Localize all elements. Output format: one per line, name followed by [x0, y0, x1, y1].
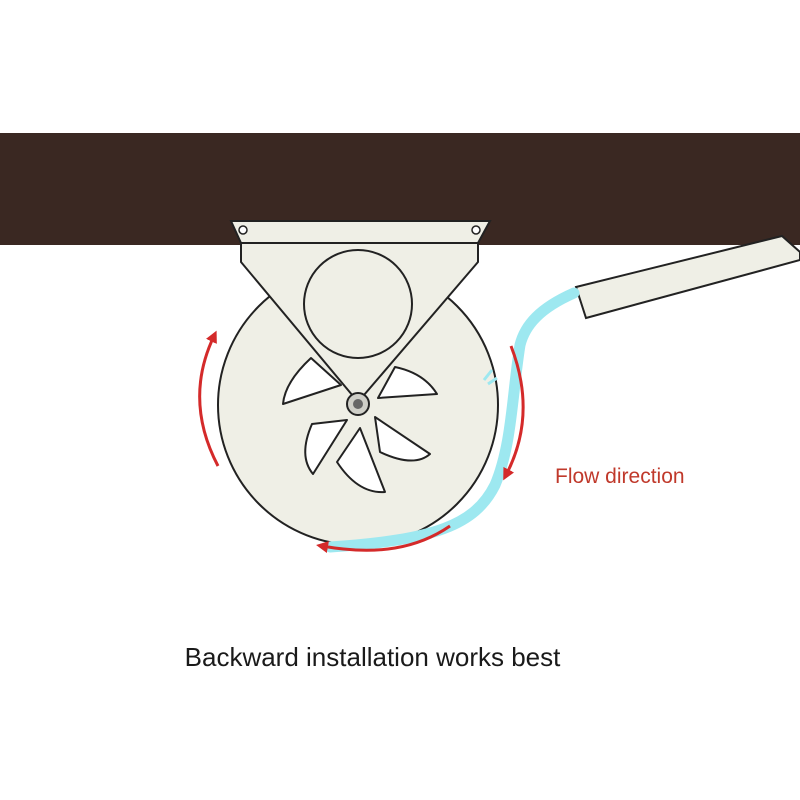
- rotation-arrow-right: [503, 345, 525, 481]
- pipe-icon: [574, 234, 800, 320]
- rotation-arrow-left: [198, 330, 220, 467]
- flow-direction-label: Flow direction: [555, 465, 685, 488]
- rotation-arrow-bottom: [316, 524, 451, 553]
- mounting-bracket-icon: [229, 220, 492, 416]
- water-stream: [324, 287, 580, 553]
- water-splash: [482, 369, 498, 386]
- caption: Backward installation works best: [184, 642, 561, 672]
